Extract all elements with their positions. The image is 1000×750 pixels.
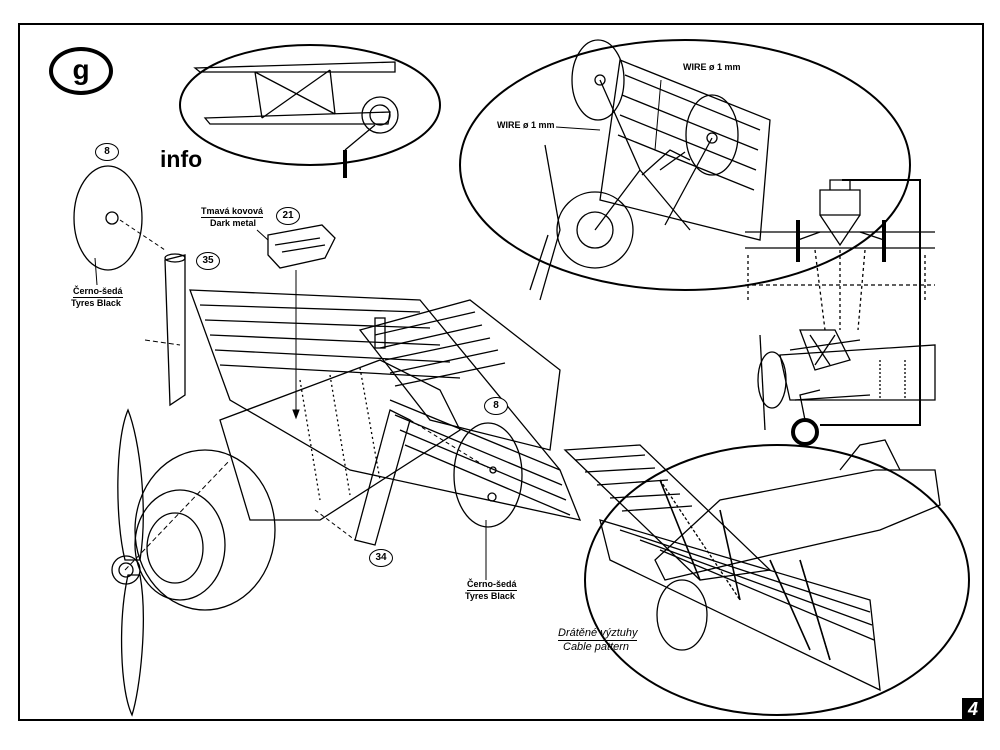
step-letter: g [72,54,90,85]
front-view-detail [745,179,935,331]
tyres-left-en-label: Tyres Black [71,298,121,308]
wire-left-label: WIRE ø 1 mm [497,120,555,130]
main-assembly [73,165,582,717]
side-view-detail [757,329,936,446]
left-wheel [73,165,143,271]
tyres-right-en-label: Tyres Black [465,591,515,601]
part-number-21: 21 [276,207,300,225]
leader-lines [94,79,662,580]
step-badge: g [49,47,113,95]
cable-en-label: Cable pattern [563,641,630,653]
undercarriage-detail-ellipse [459,39,911,291]
wire-top-label: WIRE ø 1 mm [683,62,741,72]
metal-en-label: Dark metal [210,218,257,228]
cable-pattern-biplane [563,439,941,692]
right-wheel [453,422,523,528]
cable-pattern-ellipse [584,444,970,716]
metal-cz-label: Tmavá kovová [201,206,264,218]
info-detail-ellipse [179,44,441,166]
part-number-8-left: 8 [95,143,119,161]
tyres-left-cz-label: Černo-šedá [73,286,123,298]
cable-cz-label: Drátěné výztuhy [558,627,638,641]
info-biplane-wings [193,61,399,178]
undercarriage-detail [529,39,771,301]
part-number-35: 35 [196,252,220,270]
page-border [18,23,984,721]
page-number: 4 [962,698,984,721]
tyres-right-cz-label: Černo-šedá [467,579,517,591]
part-number-8-right: 8 [484,397,508,415]
part-number-34: 34 [369,549,393,567]
info-label: info [160,146,203,172]
detail-connector [820,179,921,426]
